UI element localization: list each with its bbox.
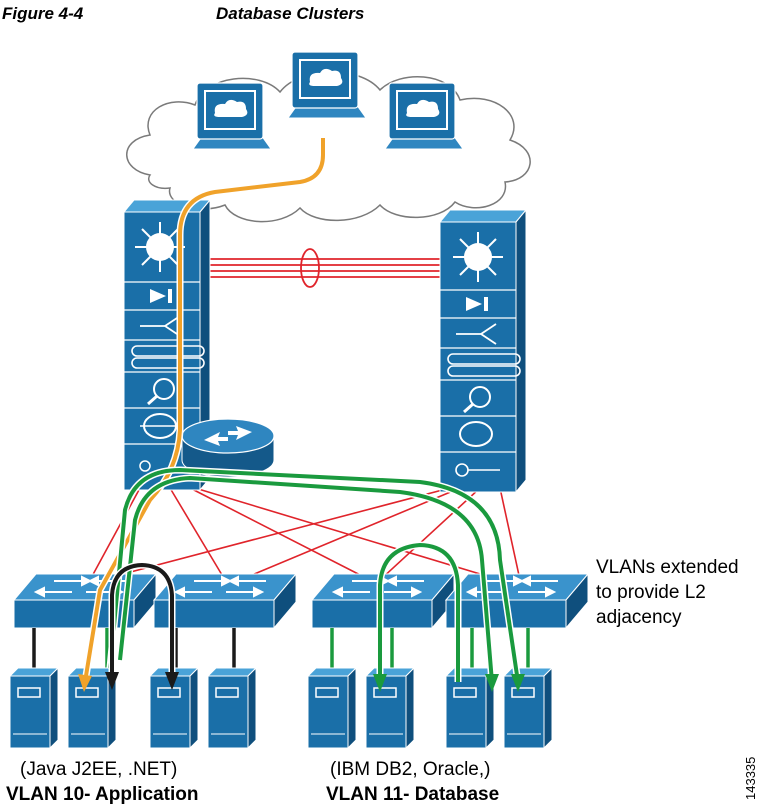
figure-header: Figure 4-4 Database Clusters — [0, 4, 775, 28]
cluster-traffic-path — [106, 466, 525, 692]
server-icon — [445, 667, 495, 749]
workgroup-switch-icon — [13, 573, 157, 629]
image-id: 143335 — [743, 757, 758, 800]
workstation-icon — [192, 82, 272, 150]
application-vlan-label: VLAN 10- Application — [6, 784, 198, 805]
application-platforms-label: (Java J2EE, .NET) — [20, 759, 177, 780]
server-icon — [365, 667, 415, 749]
uplink-links — [89, 487, 521, 581]
server-icon — [503, 667, 553, 749]
annotation-line: VLANs extended — [596, 557, 739, 578]
figure-number: Figure 4-4 — [2, 4, 84, 23]
annotation-line: to provide L2 — [596, 582, 706, 603]
client-traffic-path — [78, 138, 327, 692]
database-platforms-label: (IBM DB2, Oracle,) — [330, 759, 490, 780]
server-icon — [9, 667, 59, 749]
port-channel-links — [201, 248, 444, 288]
figure-title: Database Clusters — [216, 4, 365, 23]
server-icon — [207, 667, 257, 749]
server-links — [32, 628, 530, 668]
database-vlan-label: VLAN 11- Database — [326, 784, 499, 805]
workstation-icon — [287, 51, 367, 119]
app-traffic-path — [105, 561, 179, 690]
workstation-icon — [384, 82, 464, 150]
annotation-line: adjacency — [596, 607, 682, 628]
workgroup-switch-icon — [445, 573, 589, 629]
multilayer-switch-icon — [438, 208, 528, 494]
server-icon — [307, 667, 357, 749]
router-icon — [181, 418, 275, 478]
